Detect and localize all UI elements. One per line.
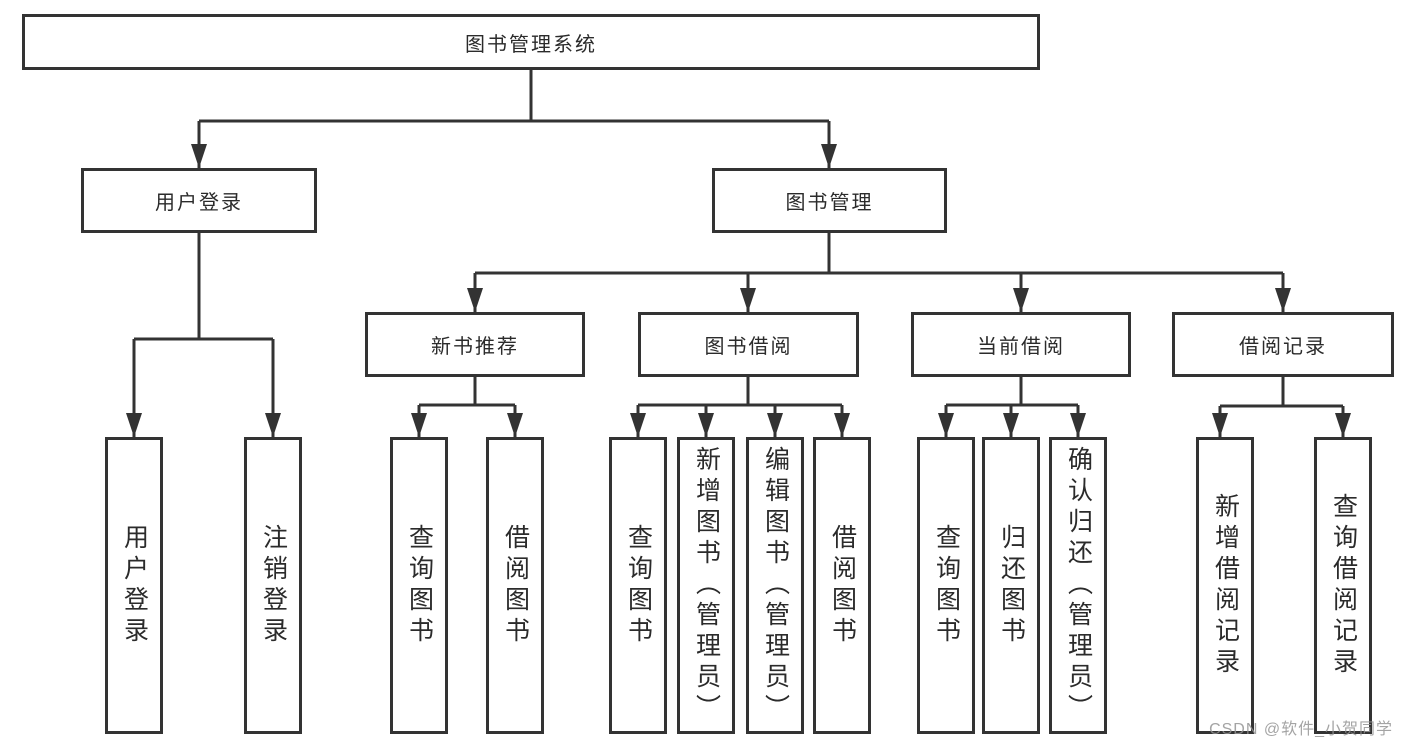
- connector-section-1: [638, 377, 842, 407]
- leaf-query-books-borrow: 查询图书: [609, 437, 667, 734]
- leaf-user-login-label: 用户登录: [120, 523, 149, 648]
- connector-section-0: [419, 377, 515, 407]
- leaf-query-books-recommend: 查询图书: [390, 437, 448, 734]
- csdn-watermark: CSDN @软件_小贺同学: [1209, 721, 1393, 738]
- leaf-edit-books-admin: 编辑图书（管理员）: [746, 437, 804, 734]
- node-current-borrow-label: 当前借阅: [977, 336, 1065, 358]
- leaf-user-login: 用户登录: [105, 437, 163, 734]
- leaf-add-books-admin: 新增图书（管理员）: [677, 437, 735, 734]
- leaf-borrow-books-recommend: 借阅图书: [486, 437, 544, 734]
- connector-section-2: [946, 377, 1078, 407]
- leaf-query-books-borrow-label: 查询图书: [624, 523, 653, 648]
- connector-login: [134, 233, 273, 341]
- leaf-query-books-current: 查询图书: [917, 437, 975, 734]
- node-book-borrow-label: 图书借阅: [704, 336, 793, 358]
- leaf-return-books: 归还图书: [982, 437, 1040, 734]
- leaf-edit-books-admin-label: 编辑图书（管理员）: [761, 446, 790, 725]
- leaf-add-borrow-record: 新增借阅记录: [1196, 437, 1254, 734]
- leaf-query-books-recommend-label: 查询图书: [405, 523, 434, 648]
- leaf-add-borrow-record-label: 新增借阅记录: [1211, 492, 1240, 679]
- leaf-query-borrow-record: 查询借阅记录: [1314, 437, 1372, 734]
- leaf-confirm-return-admin-label: 确认归还（管理员）: [1064, 446, 1093, 725]
- leaf-borrow-books: 借阅图书: [813, 437, 871, 734]
- leaf-add-books-admin-label: 新增图书（管理员）: [692, 446, 721, 725]
- node-borrow-records-label: 借阅记录: [1239, 336, 1327, 358]
- node-borrow-records: 借阅记录: [1172, 312, 1394, 377]
- leaf-confirm-return-admin: 确认归还（管理员）: [1049, 437, 1107, 734]
- connector-management: [475, 233, 1283, 275]
- leaf-query-books-current-label: 查询图书: [932, 523, 961, 648]
- node-user-login-label: 用户登录: [155, 192, 243, 214]
- node-root: 图书管理系统: [22, 14, 1040, 70]
- connector-section-3: [1220, 377, 1343, 408]
- leaf-borrow-books-recommend-label: 借阅图书: [501, 523, 530, 648]
- leaf-logout-label: 注销登录: [259, 523, 288, 648]
- node-new-book-recommend-label: 新书推荐: [431, 336, 519, 358]
- node-book-borrow: 图书借阅: [638, 312, 859, 377]
- node-book-management: 图书管理: [712, 168, 947, 233]
- node-new-book-recommend: 新书推荐: [365, 312, 585, 377]
- leaf-borrow-books-label: 借阅图书: [828, 523, 857, 648]
- node-root-label: 图书管理系统: [465, 33, 597, 56]
- node-book-management-label: 图书管理: [785, 192, 874, 214]
- connector-root: [199, 70, 829, 123]
- node-user-login: 用户登录: [81, 168, 317, 233]
- leaf-query-borrow-record-label: 查询借阅记录: [1329, 492, 1358, 679]
- leaf-logout: 注销登录: [244, 437, 302, 734]
- leaf-return-books-label: 归还图书: [997, 523, 1026, 648]
- node-current-borrow: 当前借阅: [911, 312, 1131, 377]
